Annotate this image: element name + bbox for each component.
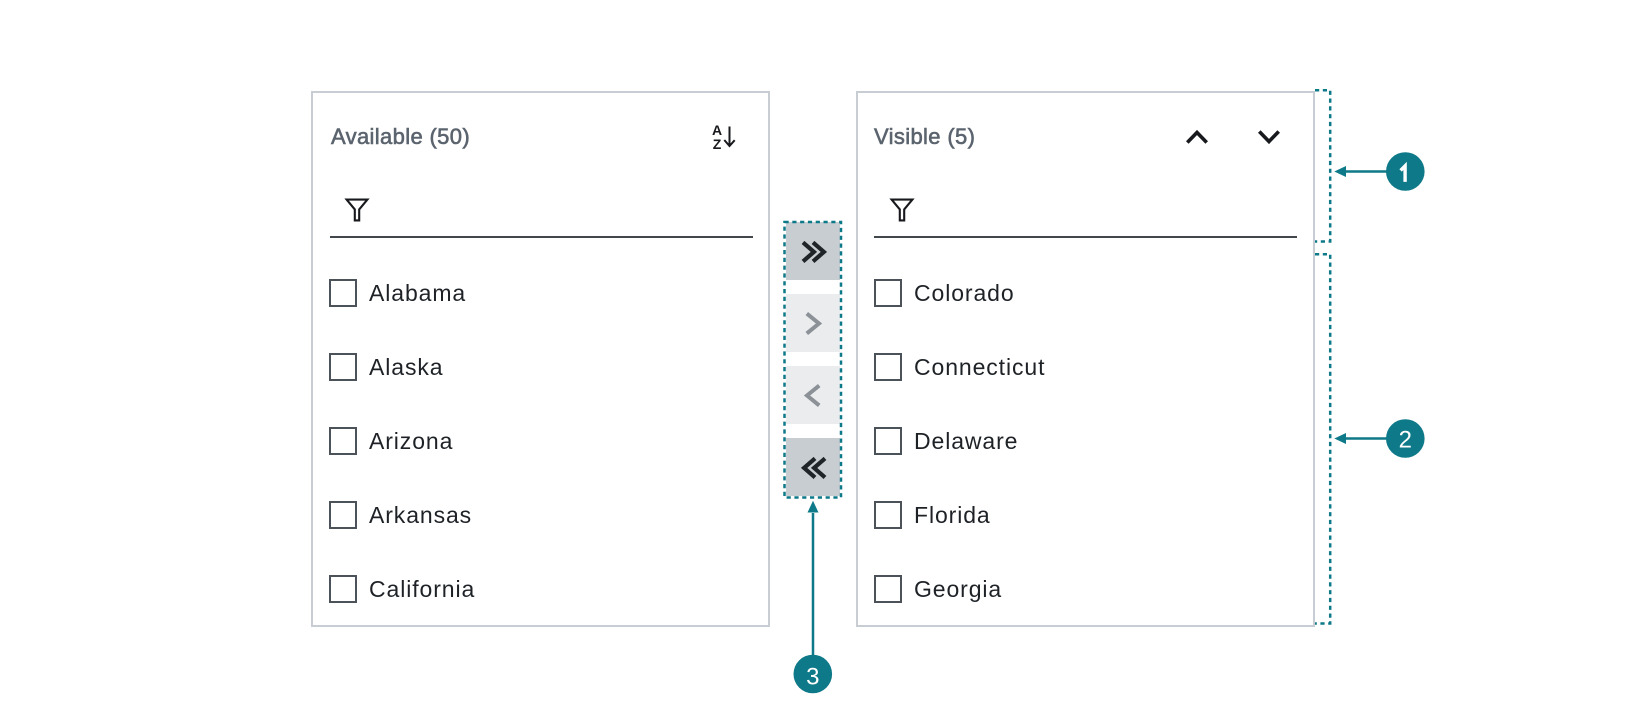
svg-text:3: 3 (806, 664, 819, 691)
svg-text:A: A (712, 123, 722, 138)
svg-text:2: 2 (1399, 427, 1412, 454)
svg-text:Z: Z (713, 136, 722, 151)
